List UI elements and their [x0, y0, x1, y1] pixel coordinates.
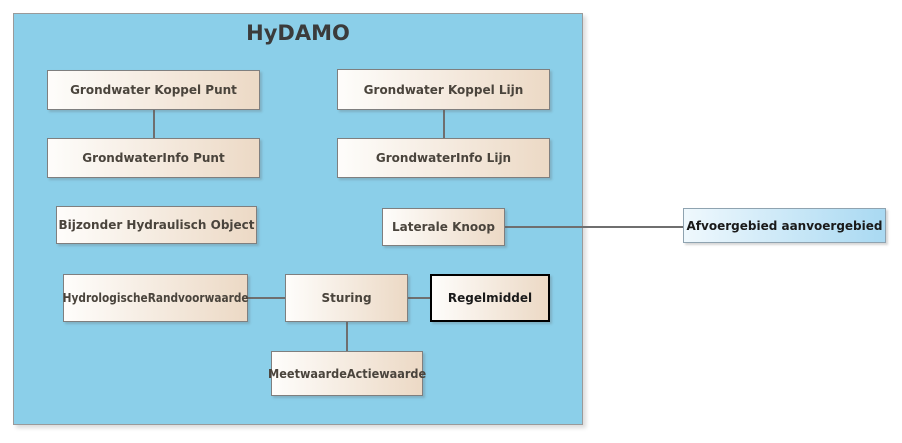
node-grondwater-koppel-lijn[interactable]: Grondwater Koppel Lijn [337, 69, 550, 110]
node-bijzonder-hydraulisch-object[interactable]: Bijzonder Hydraulisch Object [56, 206, 257, 244]
node-sturing[interactable]: Sturing [285, 274, 408, 322]
node-hydrologischerandvoorwaarde[interactable]: HydrologischeRandvoorwaarde [63, 274, 248, 322]
edge-grondwater-koppel-lijn-grondwaterinfo-lijn [443, 110, 445, 138]
edge-grondwater-koppel-punt-grondwaterinfo-punt [153, 110, 155, 138]
node-label: Bijzonder Hydraulisch Object [58, 218, 255, 232]
node-grondwater-koppel-punt[interactable]: Grondwater Koppel Punt [47, 70, 260, 110]
node-label: Sturing [321, 291, 372, 305]
edge-hydrologischerandvoorwaarde-sturing [248, 297, 285, 299]
edge-laterale-knoop-afvoergebied [505, 226, 683, 228]
edge-sturing-regelmiddel [408, 297, 430, 299]
diagram-title: HyDAMO [246, 21, 350, 45]
node-label: Afvoergebied aanvoergebied [686, 218, 883, 233]
node-meetwaardeactiewaarde[interactable]: MeetwaardeActiewaarde [267, 351, 427, 396]
node-label: GrondwaterInfo Lijn [375, 151, 512, 165]
node-laterale-knoop[interactable]: Laterale Knoop [382, 208, 505, 246]
node-label: GrondwaterInfo Punt [82, 151, 225, 165]
node-label: Regelmiddel [447, 291, 533, 305]
node-regelmiddel[interactable]: Regelmiddel [430, 274, 550, 322]
node-grondwaterinfo-lijn[interactable]: GrondwaterInfo Lijn [337, 138, 550, 178]
node-label: Grondwater Koppel Punt [70, 83, 237, 97]
node-grondwaterinfo-punt[interactable]: GrondwaterInfo Punt [47, 138, 260, 178]
node-label: Grondwater Koppel Lijn [363, 82, 524, 97]
edge-sturing-meetwaardeactiewaarde [346, 322, 348, 351]
node-afvoergebied-aanvoergebied[interactable]: Afvoergebied aanvoergebied [683, 208, 886, 243]
node-label: MeetwaardeActiewaarde [267, 366, 427, 381]
node-label: Laterale Knoop [392, 220, 495, 234]
node-label: HydrologischeRandvoorwaarde [62, 291, 249, 305]
